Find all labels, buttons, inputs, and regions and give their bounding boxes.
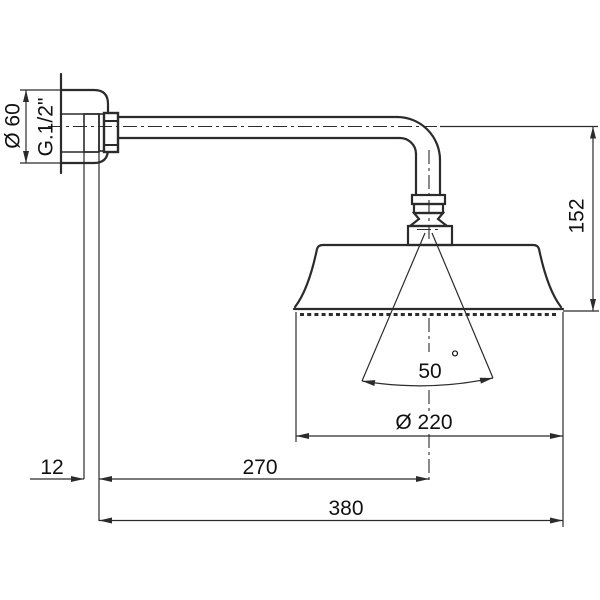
dim380-arrow-right-icon	[550, 517, 563, 524]
spray-angle: 50 °	[361, 232, 494, 387]
wall-mount	[59, 72, 120, 175]
dim152-arrow-down-icon	[590, 299, 596, 311]
centerlines	[48, 125, 598, 483]
angle-arrow-right-icon	[479, 377, 493, 384]
dim270-arrow-right-icon	[416, 476, 429, 482]
dim220-arrow-right-icon	[550, 433, 563, 439]
drop-height-label: 152	[566, 198, 589, 233]
dim380-arrow-left-icon	[99, 517, 112, 524]
center-distance-label: 270	[242, 456, 277, 479]
total-reach-label: 380	[328, 497, 363, 520]
dim-flange-diameter: Ø 60 G.1/2"	[2, 89, 61, 164]
dim-wall-offset: 12	[30, 152, 100, 521]
dim-total-reach: 380	[99, 497, 563, 524]
dim12-arrow-icon	[71, 476, 84, 482]
thread-size-label: G.1/2"	[35, 98, 58, 157]
angle-arc	[361, 377, 494, 387]
spray-cone-right-line	[431, 232, 494, 379]
dim152-arrow-up-icon	[590, 126, 596, 139]
hex-nut	[102, 111, 120, 154]
dim-head-diameter: Ø 220	[295, 312, 564, 527]
dim-drop-height: 152	[563, 126, 599, 312]
dim220-arrow-left-icon	[296, 433, 309, 439]
mount-body	[83, 113, 100, 153]
shower-arm	[116, 115, 454, 247]
spray-angle-label: 50	[418, 360, 441, 383]
head-profile	[293, 243, 563, 309]
arm-bend-outer	[395, 115, 442, 162]
shower-head	[292, 243, 565, 316]
dim60-arrow-down-icon	[23, 151, 29, 163]
dim-center-distance: 270	[99, 456, 429, 482]
arm-bend-inner	[398, 136, 418, 156]
flange-diameter-label: Ø 60	[2, 103, 25, 149]
spray-cone-left-line	[361, 232, 426, 382]
dim270-arrow-left-icon	[99, 476, 112, 482]
head-diameter-label: Ø 220	[395, 411, 452, 434]
angle-arrow-left-icon	[362, 380, 376, 386]
dim60-arrow-up-icon	[23, 90, 29, 102]
head-hub	[406, 224, 454, 247]
degree-symbol: °	[451, 346, 460, 371]
wall-offset-label: 12	[40, 456, 63, 479]
